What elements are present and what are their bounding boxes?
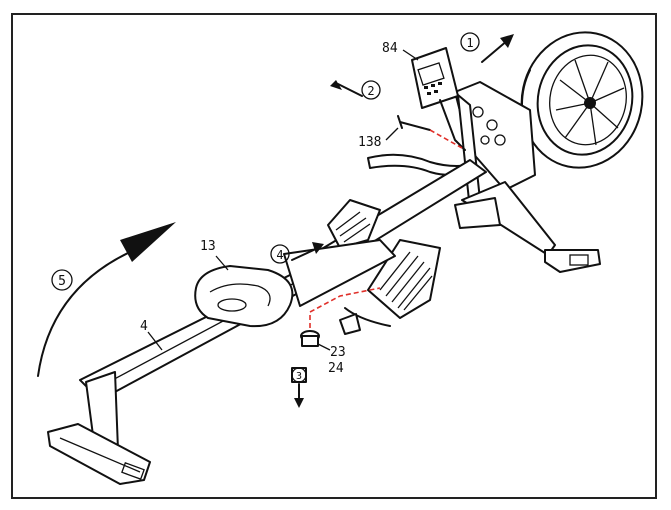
step-2-marker: 2	[361, 80, 381, 100]
part-label-24: 24	[328, 361, 344, 376]
step-1-label: 1	[466, 36, 473, 50]
arrow-step-1	[481, 34, 514, 63]
arrow-step-2	[330, 80, 363, 97]
rear-stabilizer	[47, 371, 151, 485]
footrest-right	[344, 239, 441, 327]
step-4-label: 4	[276, 248, 283, 262]
step-2-label: 2	[367, 84, 374, 98]
diagram-border	[11, 13, 657, 499]
step-3-marker: 3	[291, 367, 307, 383]
footrest-left	[327, 199, 381, 249]
step-1-marker: 1	[460, 32, 480, 52]
part-label-4: 4	[140, 319, 148, 334]
monitor	[411, 47, 466, 151]
step-3-label: 3	[296, 371, 302, 382]
step-5-label: 5	[58, 274, 66, 289]
bolt-138	[397, 115, 463, 149]
part-label-23: 23	[330, 345, 346, 360]
part-label-138: 138	[358, 135, 381, 150]
step-5-marker: 5	[51, 269, 73, 291]
step-4-marker: 4	[270, 244, 290, 264]
arrow-step-5	[37, 222, 176, 377]
part-label-84: 84	[382, 41, 398, 56]
front-frame	[454, 81, 601, 273]
arrow-step-4	[291, 242, 324, 261]
seat	[194, 265, 294, 328]
knob-assembly	[291, 287, 381, 408]
part-label-13: 13	[200, 239, 216, 254]
